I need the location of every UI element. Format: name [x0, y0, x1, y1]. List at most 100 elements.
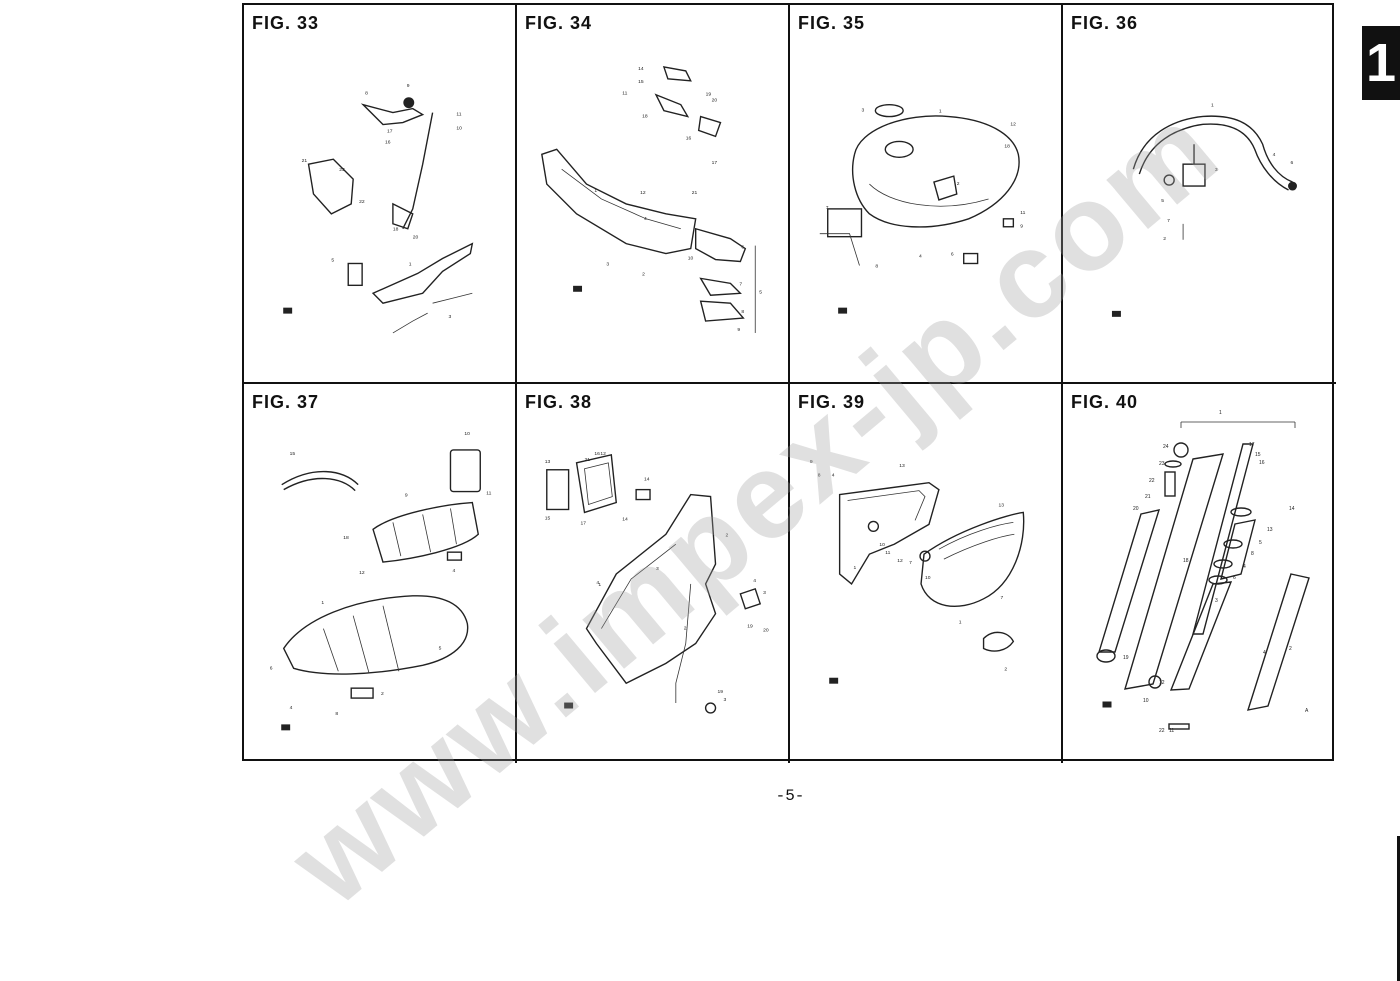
svg-text:6: 6: [1233, 575, 1236, 581]
svg-text:11: 11: [486, 491, 491, 497]
svg-text:21: 21: [1145, 494, 1151, 500]
svg-text:13: 13: [1267, 527, 1273, 533]
svg-text:18: 18: [393, 227, 399, 233]
svg-text:15: 15: [545, 515, 551, 521]
svg-text:5: 5: [331, 257, 334, 263]
svg-text:1: 1: [594, 188, 597, 194]
svg-text:10: 10: [1143, 698, 1149, 704]
svg-text:11: 11: [622, 91, 627, 97]
svg-text:8: 8: [875, 263, 878, 269]
svg-text:15: 15: [1255, 452, 1261, 458]
svg-text:4: 4: [1263, 650, 1266, 656]
svg-text:4: 4: [452, 568, 455, 574]
svg-text:1: 1: [939, 109, 942, 115]
svg-text:11: 11: [885, 550, 890, 556]
svg-text:19: 19: [706, 92, 712, 98]
svg-text:2: 2: [1004, 666, 1007, 672]
svg-text:1: 1: [959, 620, 962, 626]
svg-text:17: 17: [387, 128, 393, 134]
svg-text:23: 23: [1159, 461, 1165, 467]
svg-text:7: 7: [1167, 218, 1170, 224]
svg-text:20: 20: [712, 98, 718, 104]
svg-text:2: 2: [725, 532, 728, 538]
svg-text:3: 3: [1215, 167, 1218, 173]
svg-text:11: 11: [1020, 210, 1025, 216]
svg-text:10: 10: [925, 575, 931, 581]
svg-text:8: 8: [818, 473, 821, 479]
svg-text:7: 7: [826, 205, 829, 211]
svg-text:16: 16: [385, 139, 391, 145]
figure-36-drawing: 14 63 57 2: [1111, 102, 1297, 317]
svg-text:5: 5: [759, 289, 762, 295]
figure-36-title: FIG. 36: [1071, 13, 1139, 33]
svg-text:9: 9: [405, 493, 408, 499]
svg-text:6: 6: [270, 665, 273, 671]
svg-text:19: 19: [747, 624, 753, 630]
figure-37-title: FIG. 37: [252, 392, 320, 412]
svg-text:3: 3: [723, 697, 726, 703]
svg-text:2: 2: [642, 271, 645, 277]
svg-text:20: 20: [1133, 506, 1139, 512]
svg-text:22: 22: [1149, 478, 1155, 484]
svg-text:16: 16: [686, 135, 692, 141]
svg-text:2: 2: [1289, 646, 1292, 652]
svg-text:15: 15: [290, 451, 296, 457]
svg-text:14: 14: [638, 66, 644, 72]
svg-text:4: 4: [919, 254, 922, 260]
svg-text:3: 3: [1215, 598, 1218, 604]
svg-text:1: 1: [598, 582, 601, 588]
svg-text:17: 17: [1249, 442, 1255, 448]
svg-text:2: 2: [684, 626, 687, 632]
svg-text:3: 3: [861, 108, 864, 114]
svg-text:8: 8: [741, 309, 744, 315]
svg-text:18: 18: [1004, 143, 1010, 149]
svg-text:6: 6: [951, 252, 954, 258]
svg-text:8: 8: [335, 711, 338, 717]
figure-40-title: FIG. 40: [1071, 392, 1139, 412]
svg-text:16: 16: [1259, 460, 1265, 466]
svg-text:3: 3: [448, 314, 451, 320]
svg-text:21: 21: [585, 457, 591, 463]
page-edge-bar: [1397, 836, 1400, 981]
svg-text:A: A: [1305, 708, 1309, 714]
figure-38-title: FIG. 38: [525, 392, 593, 412]
figure-34-title: FIG. 34: [525, 13, 593, 33]
svg-text:18: 18: [1183, 558, 1189, 564]
svg-text:9: 9: [407, 83, 410, 89]
section-tab: 1: [1362, 26, 1400, 100]
svg-text:6: 6: [1291, 160, 1294, 166]
svg-text:14: 14: [622, 516, 628, 522]
svg-text:11: 11: [1169, 728, 1174, 734]
svg-text:13: 13: [998, 502, 1004, 508]
svg-text:12: 12: [1010, 122, 1016, 128]
svg-text:10: 10: [456, 125, 462, 131]
svg-text:10: 10: [688, 256, 694, 262]
svg-text:6: 6: [741, 245, 744, 251]
svg-text:22: 22: [1159, 728, 1165, 734]
svg-text:16: 16: [594, 451, 600, 457]
svg-text:9: 9: [737, 327, 740, 333]
svg-text:21: 21: [692, 190, 698, 196]
svg-text:4: 4: [1243, 564, 1246, 570]
svg-text:12: 12: [640, 190, 646, 196]
svg-text:17: 17: [581, 520, 587, 526]
svg-text:15: 15: [638, 79, 644, 85]
svg-text:7: 7: [909, 560, 912, 566]
svg-text:5: 5: [439, 645, 442, 651]
svg-text:10: 10: [464, 431, 470, 437]
svg-text:12: 12: [1159, 680, 1165, 686]
svg-text:14: 14: [644, 477, 650, 483]
svg-text:19: 19: [718, 689, 724, 695]
svg-text:3: 3: [606, 261, 609, 267]
svg-text:4: 4: [832, 473, 835, 479]
svg-text:19: 19: [1123, 655, 1129, 661]
